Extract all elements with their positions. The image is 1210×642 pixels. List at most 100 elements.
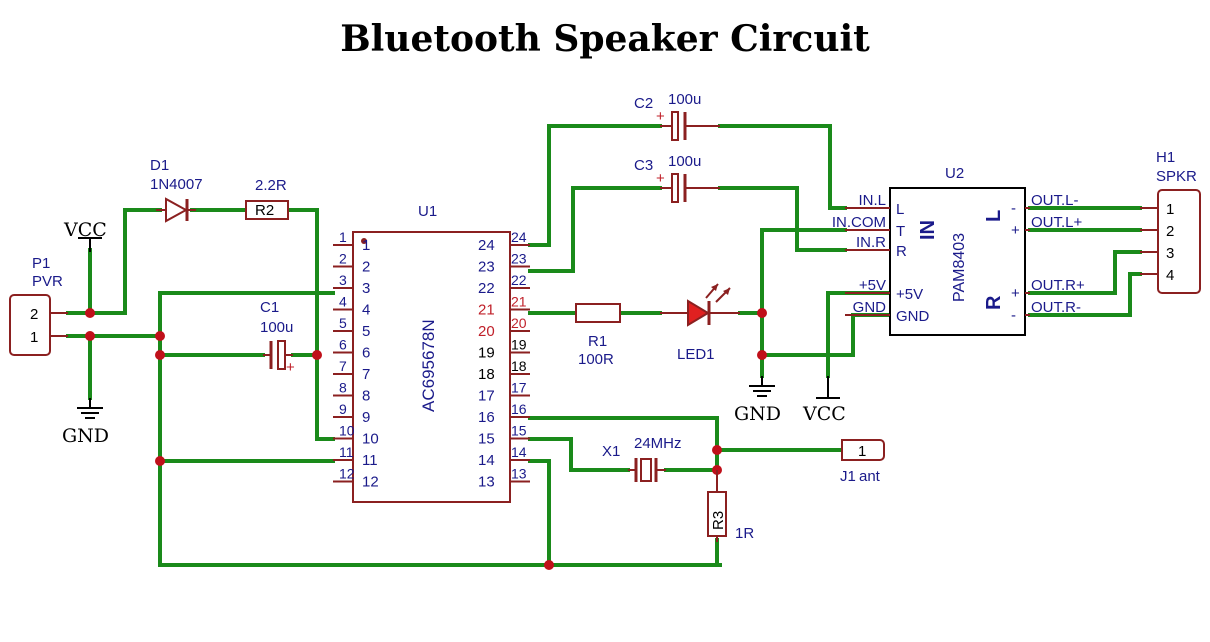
u2-pin-label-outer: OUT.R- bbox=[1031, 299, 1081, 316]
u1-pin-number-outer: 4 bbox=[339, 294, 347, 310]
u1-pin-number-inner: 7 bbox=[362, 366, 370, 383]
junction-dot bbox=[85, 331, 95, 341]
u1-pin-number-inner: 9 bbox=[362, 409, 370, 426]
u1-pin-number-inner: 21 bbox=[478, 302, 495, 319]
u1-pin-number-outer: 13 bbox=[511, 466, 527, 482]
u2-ref: U2 bbox=[945, 165, 964, 182]
wire-p1-vcc bbox=[66, 208, 162, 315]
diode-d1: D1 1N4007 bbox=[150, 157, 203, 223]
u1-pin-number-outer: 9 bbox=[339, 401, 347, 417]
u2-l-label: L bbox=[983, 210, 1005, 222]
junction-dot bbox=[155, 350, 165, 360]
wire-u1p23-c3 bbox=[528, 186, 662, 273]
u1-pin-number-inner: 14 bbox=[478, 452, 495, 469]
h1-pin-4: 4 bbox=[1166, 267, 1174, 284]
u1-pin-number-outer: 18 bbox=[511, 358, 527, 374]
u1-pin-number-inner: 4 bbox=[362, 302, 370, 319]
gnd-symbol-left: GND bbox=[62, 398, 109, 447]
junction-dot bbox=[312, 350, 322, 360]
u2-pin-label-inner: R bbox=[896, 243, 907, 260]
j1-pin: 1 bbox=[858, 443, 866, 460]
r1-value: 100R bbox=[578, 351, 614, 368]
capacitor-c2: + C2 100u bbox=[634, 91, 720, 141]
x1-value: 24MHz bbox=[634, 435, 682, 452]
u1-pin-number-inner: 3 bbox=[362, 280, 370, 297]
junctions bbox=[85, 308, 767, 570]
u1-pin-number-inner: 11 bbox=[362, 452, 378, 469]
u2-pins: IN.LLIN.COMTIN.RR+5V+5VGNDGNDOUT.L--OUT.… bbox=[832, 192, 1085, 325]
p1-name: PVR bbox=[32, 273, 63, 290]
u1-pin-number-inner: 15 bbox=[478, 431, 495, 448]
u1-pin-number-inner: 5 bbox=[362, 323, 370, 340]
h1-ref: H1 bbox=[1156, 149, 1175, 166]
junction-dot bbox=[712, 445, 722, 455]
u1-pin-number-outer: 7 bbox=[339, 358, 347, 374]
resistor-r2: R2 2.2R bbox=[245, 177, 289, 220]
u2-pin-label-outer: OUT.L+ bbox=[1031, 214, 1083, 231]
u2-pin-sign: - bbox=[1011, 200, 1016, 217]
gnd-label: GND bbox=[734, 403, 781, 425]
gnd-label: GND bbox=[62, 425, 109, 447]
c1-plus: + bbox=[286, 359, 295, 376]
u1-pin-number-outer: 5 bbox=[339, 315, 347, 331]
c3-plus: + bbox=[656, 170, 665, 187]
u1-pin-number-outer: 17 bbox=[511, 380, 527, 396]
u2-pin-label-outer: IN.L bbox=[858, 192, 886, 209]
capacitor-c1: + C1 100u bbox=[260, 299, 295, 376]
vcc-label: VCC bbox=[63, 219, 107, 241]
c3-value: 100u bbox=[668, 153, 701, 170]
vcc-symbol-left: VCC bbox=[63, 219, 107, 252]
junction-dot bbox=[155, 456, 165, 466]
u1-pin-number-outer: 8 bbox=[339, 380, 347, 396]
c2-ref: C2 bbox=[634, 95, 653, 112]
u2-pin-label-outer: +5V bbox=[859, 277, 886, 294]
junction-dot bbox=[155, 331, 165, 341]
j1-ref: J1 bbox=[840, 468, 856, 485]
h1-name: SPKR bbox=[1156, 168, 1197, 185]
wire-u1p15 bbox=[528, 437, 630, 472]
u1-pin-number-inner: 6 bbox=[362, 345, 370, 362]
u2-pin-sign: + bbox=[1011, 285, 1020, 302]
wire-c2-u2 bbox=[718, 124, 847, 210]
u2-pin-label-inner: T bbox=[896, 223, 905, 240]
u1-pin-number-inner: 10 bbox=[362, 431, 379, 448]
r2-value: 2.2R bbox=[255, 177, 287, 194]
u1-pin-number-inner: 16 bbox=[478, 409, 495, 426]
u1-pin-number-inner: 13 bbox=[478, 474, 495, 491]
u1-pin-number-inner: 22 bbox=[478, 280, 495, 297]
ic-u2: U2 IN PAM8403 L R IN.LLIN.COMTIN.RR+5V+5… bbox=[832, 165, 1085, 336]
u2-pin-label-outer: IN.COM bbox=[832, 214, 886, 231]
p1-pin-1: 1 bbox=[30, 329, 38, 346]
wire-out-r-minus bbox=[1028, 272, 1142, 317]
u1-pin-number-inner: 8 bbox=[362, 388, 370, 405]
u1-ref: U1 bbox=[418, 203, 437, 220]
u1-pin-number-outer: 23 bbox=[511, 251, 527, 267]
u2-pin-sign: - bbox=[1011, 307, 1016, 324]
u2-pin-label-outer: OUT.L- bbox=[1031, 192, 1079, 209]
u1-pin-number-inner: 12 bbox=[362, 474, 379, 491]
u2-pin-label-outer: IN.R bbox=[856, 234, 886, 251]
junction-dot bbox=[757, 308, 767, 318]
u2-in-label: IN bbox=[917, 220, 939, 240]
page-title: Bluetooth Speaker Circuit bbox=[340, 18, 870, 60]
wires bbox=[66, 124, 1142, 567]
u2-pin-label-inner: +5V bbox=[896, 286, 923, 303]
x1-ref: X1 bbox=[602, 443, 620, 460]
junction-dot bbox=[85, 308, 95, 318]
connector-p1: 2 1 P1 PVR bbox=[9, 255, 68, 356]
vcc-label: VCC bbox=[802, 403, 846, 425]
h1-pin-3: 3 bbox=[1166, 245, 1174, 262]
u2-pin-label-outer: OUT.R+ bbox=[1031, 277, 1085, 294]
junction-dot bbox=[757, 350, 767, 360]
u1-pin-number-outer: 21 bbox=[511, 294, 527, 310]
p1-ref: P1 bbox=[32, 255, 50, 272]
capacitor-c3: + C3 100u bbox=[634, 153, 720, 203]
wire-c3-u2 bbox=[718, 186, 847, 252]
u1-pin-number-outer: 14 bbox=[511, 444, 527, 460]
vcc-symbol-right: VCC bbox=[802, 376, 846, 425]
connector-j1-antenna: 1 J1 ant bbox=[840, 439, 885, 485]
crystal-x1: X1 24MHz bbox=[602, 435, 682, 482]
u2-pin-sign: + bbox=[1011, 222, 1020, 239]
u2-pin-label-inner: L bbox=[896, 201, 904, 218]
